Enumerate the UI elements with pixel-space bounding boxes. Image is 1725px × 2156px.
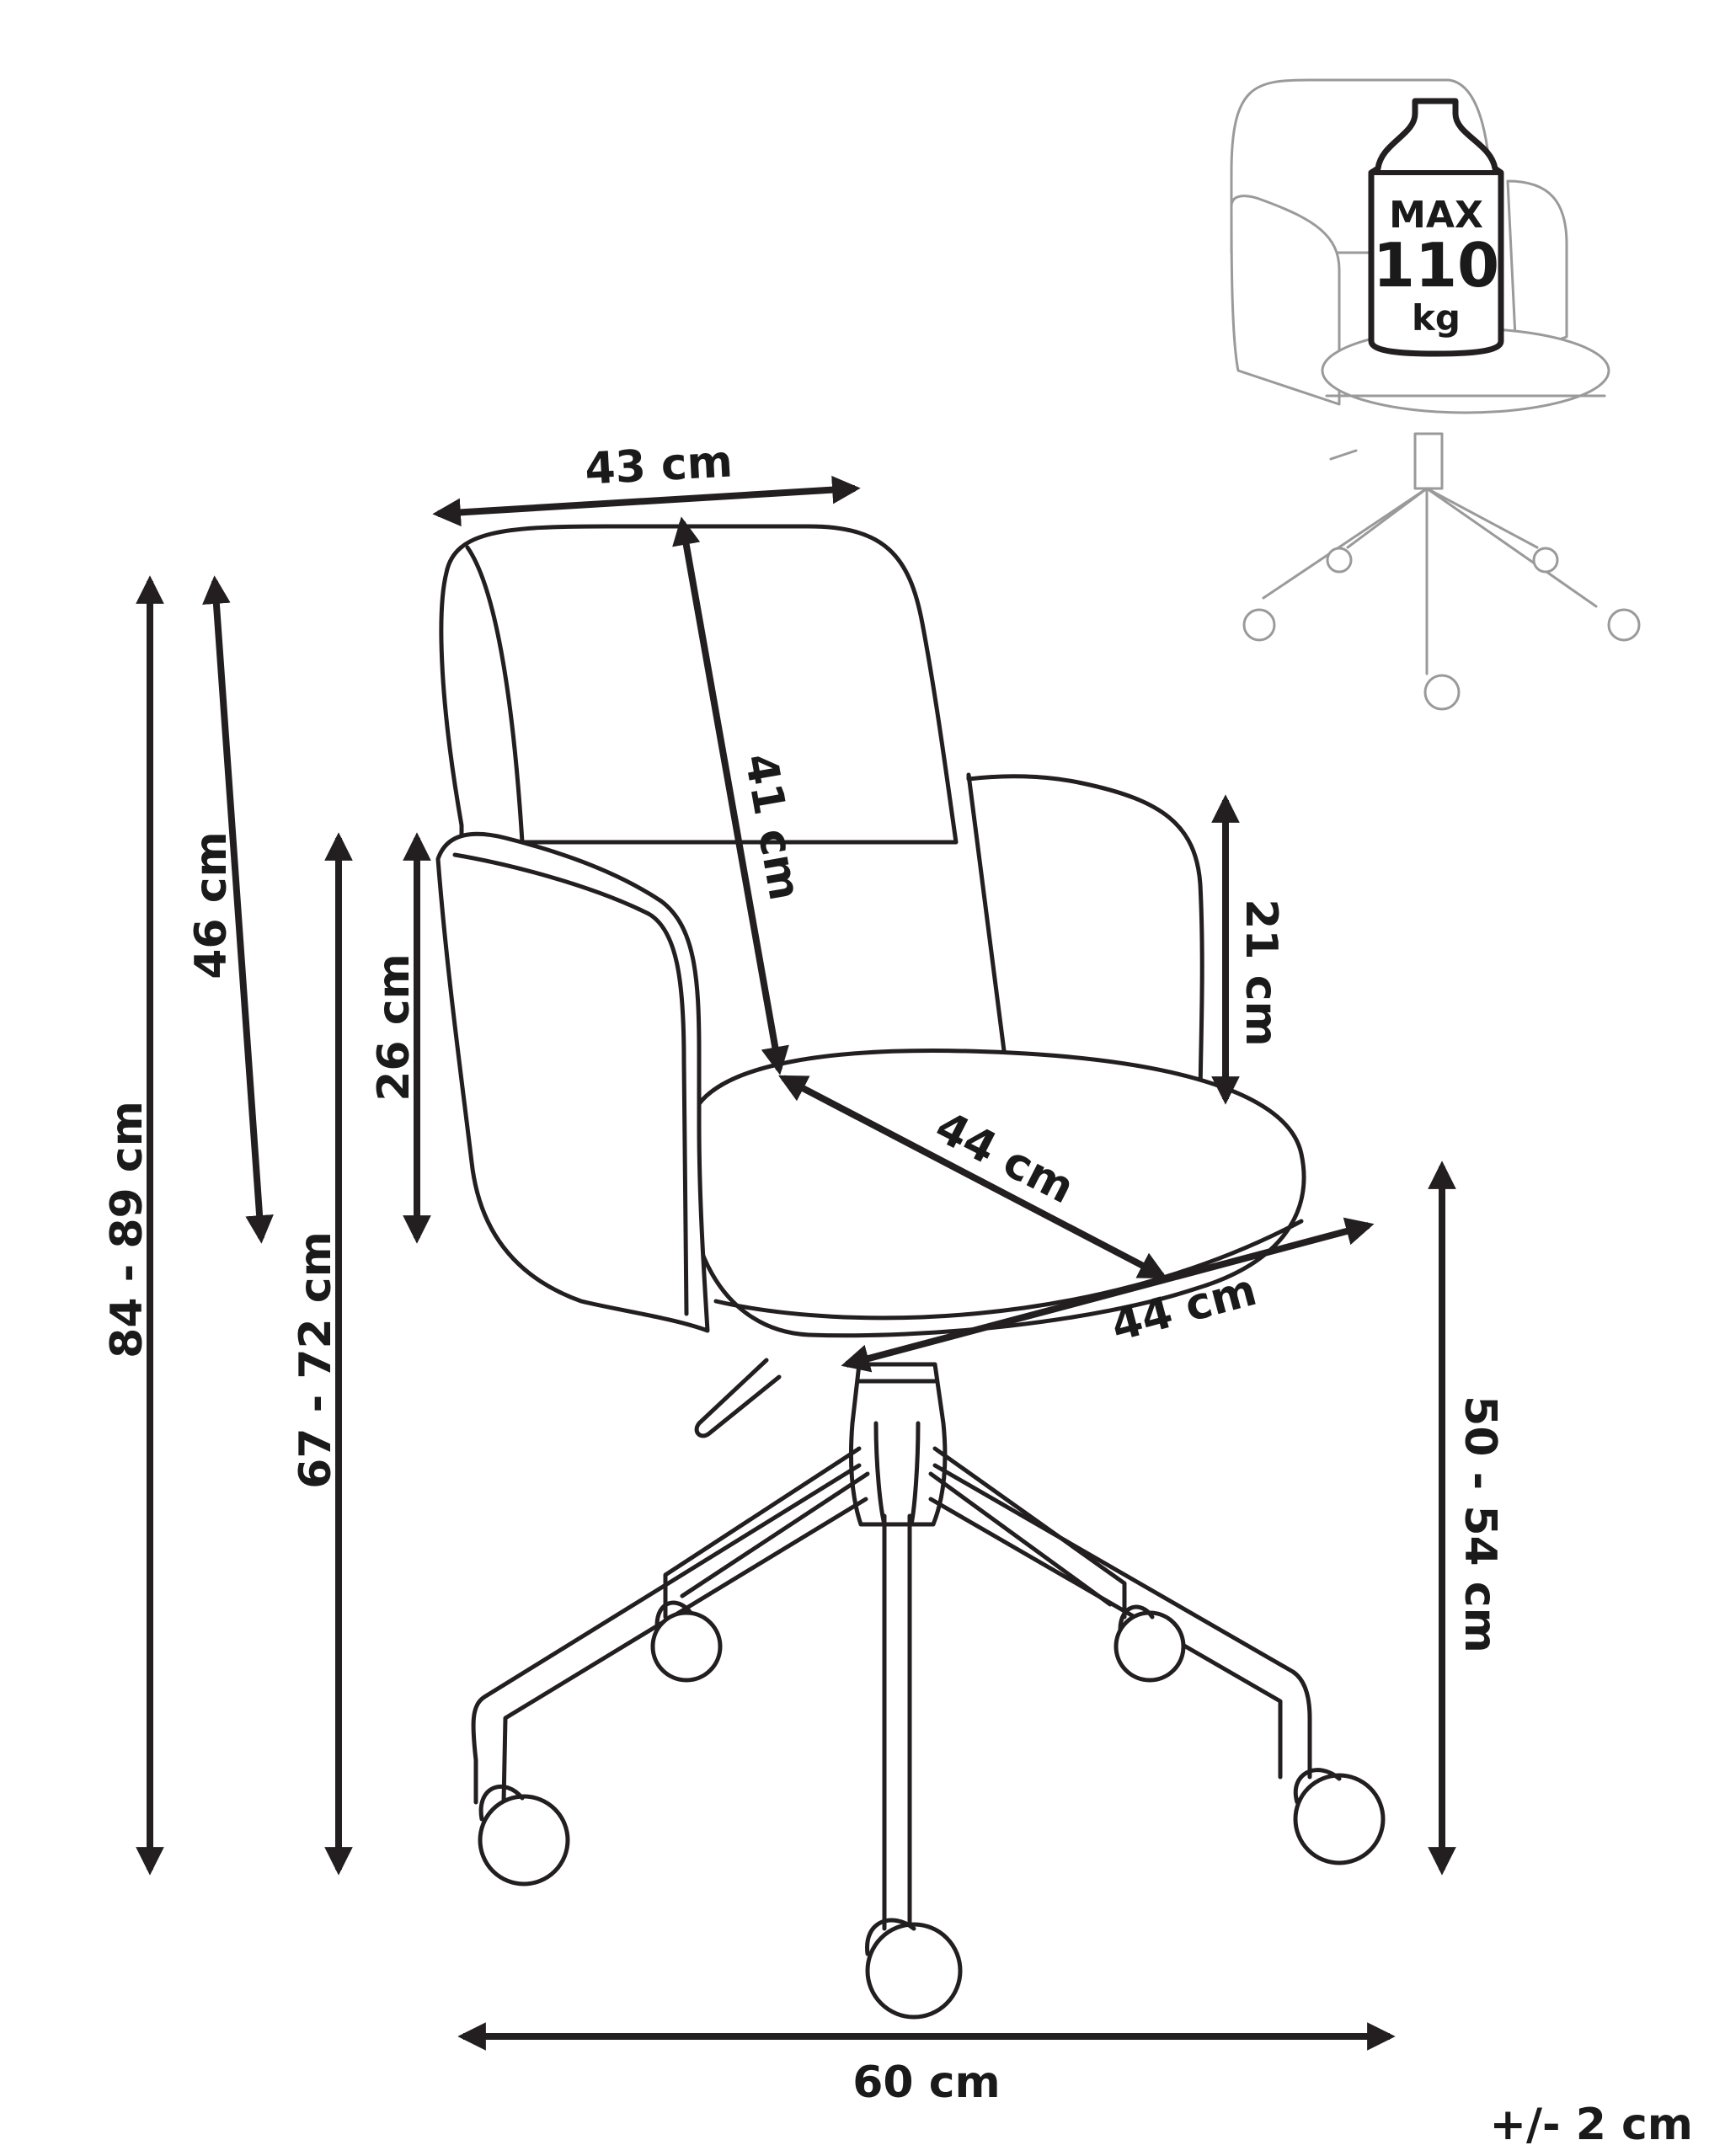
max-label: MAX <box>1389 194 1483 237</box>
small-chair-caster <box>1242 608 1276 642</box>
tolerance-note: +/- 2 cm <box>1489 2100 1693 2150</box>
max-load-unit: kg <box>1412 297 1461 339</box>
small-chair-column <box>1413 432 1444 490</box>
label-arm-above-seat: 26 cm <box>369 953 419 1101</box>
label-seat-height: 50 - 54 cm <box>1455 1396 1505 1653</box>
label-base-width: 60 cm <box>852 2057 1000 2108</box>
small-chair-arm-right <box>1506 179 1568 355</box>
arrow-back-height <box>202 575 274 1244</box>
gas-lift-lever <box>694 1358 782 1438</box>
caster <box>1293 1768 1386 1865</box>
small-chair-caster <box>1423 674 1461 711</box>
chair-column <box>848 1362 948 1527</box>
arrow-seat-width <box>841 1217 1375 1373</box>
chair-right-armrest <box>966 772 1204 1106</box>
base-leg-left <box>471 1463 862 1805</box>
small-chair-caster <box>1326 547 1353 574</box>
arrow-backrest-width <box>432 475 861 527</box>
base-leg-back-left <box>663 1446 862 1620</box>
caster <box>478 1784 570 1886</box>
backrest-inner-seam <box>465 545 525 845</box>
label-back-height: 46 cm <box>186 831 237 979</box>
label-arm-height: 67 - 72 cm <box>291 1231 341 1489</box>
small-chair-caster <box>1532 547 1559 574</box>
label-armrest-height: 21 cm <box>1236 899 1286 1046</box>
max-load-value: 110 <box>1373 230 1499 301</box>
small-chair-armrest <box>1230 195 1341 406</box>
caster <box>865 1918 963 2020</box>
label-backrest-width: 43 cm <box>584 436 734 494</box>
small-chair-caster <box>1607 608 1641 642</box>
caster <box>650 1600 723 1683</box>
label-total-height: 84 - 89 cm <box>102 1101 152 1358</box>
base-leg-back-right <box>932 1446 1127 1620</box>
caster <box>1114 1604 1186 1683</box>
max-load-weight-icon: MAX 110 kg <box>1368 98 1504 357</box>
chair-left-armrest <box>435 831 710 1333</box>
base-leg-right <box>932 1463 1312 1780</box>
arrow-backrest-height <box>672 516 789 1075</box>
dimension-arrows <box>136 475 1456 2051</box>
